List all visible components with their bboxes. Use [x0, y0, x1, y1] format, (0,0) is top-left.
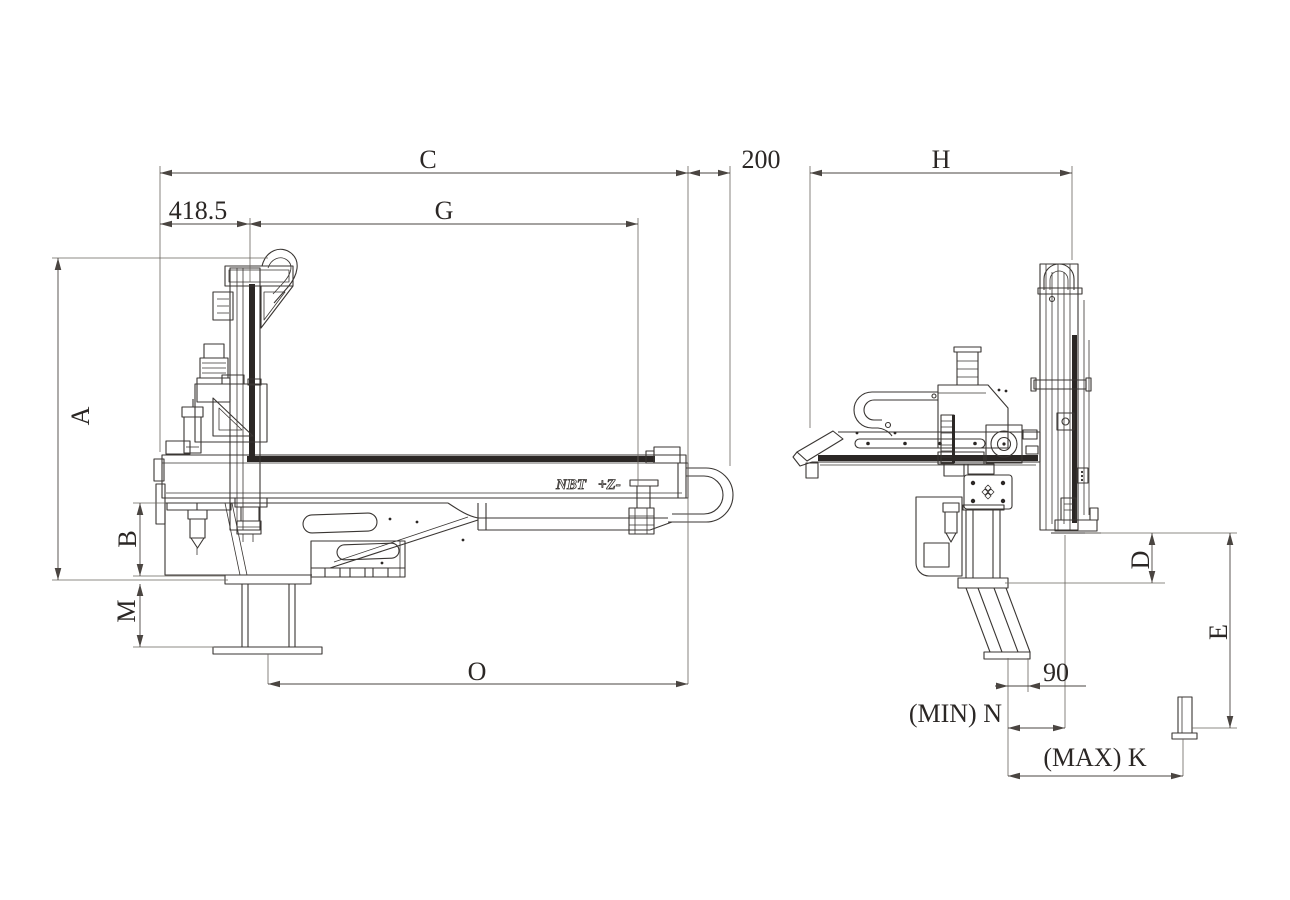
motor-gearbox	[985, 424, 1039, 464]
dim-e: E	[1204, 533, 1234, 728]
beam-logo-text: NBT	[555, 477, 587, 493]
front-view	[792, 263, 1198, 740]
filter-regulator	[187, 503, 208, 555]
dim-label-g: G	[435, 196, 454, 225]
dim-label-200: 200	[742, 145, 781, 174]
base-housing	[164, 502, 479, 578]
extension-lines	[52, 166, 1237, 776]
dim-label-e: E	[1204, 624, 1233, 640]
dim-label-o: O	[468, 657, 487, 686]
carriage-body-front	[937, 346, 1009, 477]
dim-label-h: H	[932, 145, 951, 174]
traverse-beam	[153, 446, 689, 525]
dim-label-min-n: (MIN) N	[909, 699, 1002, 728]
dim-a: A	[54, 258, 95, 580]
side-view: NBT +Z-	[153, 248, 734, 655]
dim-d: D	[1126, 533, 1156, 583]
gripper-max-stroke	[1171, 696, 1198, 740]
support-legs	[965, 587, 1031, 660]
dim-label-b: B	[113, 530, 142, 547]
support-column	[915, 496, 1009, 589]
dim-label-90: 90	[1043, 658, 1069, 687]
vertical-arm-front	[1030, 263, 1101, 534]
dim-200: 200	[688, 145, 781, 177]
dim-label-max-k: (MAX) K	[1043, 743, 1146, 772]
dimensions: C 200 418.5 G A B M O	[52, 145, 1237, 780]
dim-b: B	[113, 503, 144, 576]
dim-max-k: (MAX) K	[1008, 743, 1183, 780]
cable-chain-loop-front	[853, 391, 938, 437]
z-slide-bracket	[628, 479, 659, 535]
dim-label-a: A	[66, 406, 95, 425]
mounting-plate	[963, 474, 1013, 510]
dim-label-c: C	[419, 145, 436, 174]
pedestal	[212, 574, 323, 655]
dim-label-418-5: 418.5	[169, 196, 228, 225]
cable-chain-loop-side	[668, 467, 734, 523]
cross-beam	[792, 430, 1041, 479]
beam-axis-marking: +Z-	[598, 477, 621, 493]
dim-h: H	[810, 145, 1072, 177]
dim-label-m: M	[112, 599, 141, 622]
dim-418-5: 418.5	[160, 196, 249, 228]
carriage-box	[165, 374, 268, 455]
dim-c: C	[160, 145, 688, 177]
dim-label-d: D	[1126, 551, 1155, 570]
dim-g: G	[249, 196, 638, 228]
dim-90: 90	[995, 658, 1086, 690]
dim-min-n: (MIN) N	[909, 699, 1065, 732]
dim-o: O	[268, 657, 688, 688]
dim-m: M	[112, 584, 144, 647]
kick-tube	[447, 502, 673, 531]
